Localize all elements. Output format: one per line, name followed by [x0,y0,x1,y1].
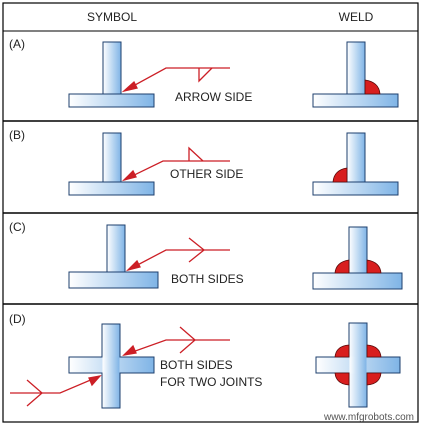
arrow-symbol-d-lower [10,375,102,407]
header-symbol: SYMBOL [87,10,137,24]
symbol-joint-d [68,323,155,409]
weld-joint-a [312,41,399,108]
weld-bead [334,259,350,274]
arrow-symbol-a [121,67,230,93]
arrow-symbol-b [121,146,230,182]
panel-label-c: (C) [9,220,26,234]
caption-b: OTHER SIDE [170,167,243,181]
weld-joint-c [312,226,403,290]
panel-label-d: (D) [9,312,26,326]
caption-d-line1: BOTH SIDES [160,358,233,372]
symbol-joint-a [68,41,155,108]
arrow-symbol-d-upper [122,326,230,356]
caption-d-line2: FOR TWO JOINTS [160,375,262,389]
symbol-joint-b [68,132,155,196]
arrow-symbol-c [125,237,230,272]
weld-bead [366,344,382,358]
weld-bead [334,344,350,358]
watermark: www.mfgrobots.com [323,412,414,423]
header-weld: WELD [339,10,374,24]
weld-joint-b [312,132,399,196]
panel-label-a: (A) [9,37,25,51]
weld-bead [334,372,350,386]
panel-label-b: (B) [9,128,25,142]
weld-bead [364,79,381,95]
weld-bead [332,167,348,183]
weld-joint-d [315,322,401,408]
caption-c: BOTH SIDES [171,272,244,286]
caption-a: ARROW SIDE [175,90,252,104]
weld-bead [366,372,382,386]
weld-bead [366,259,382,274]
symbol-joint-c [68,224,159,289]
